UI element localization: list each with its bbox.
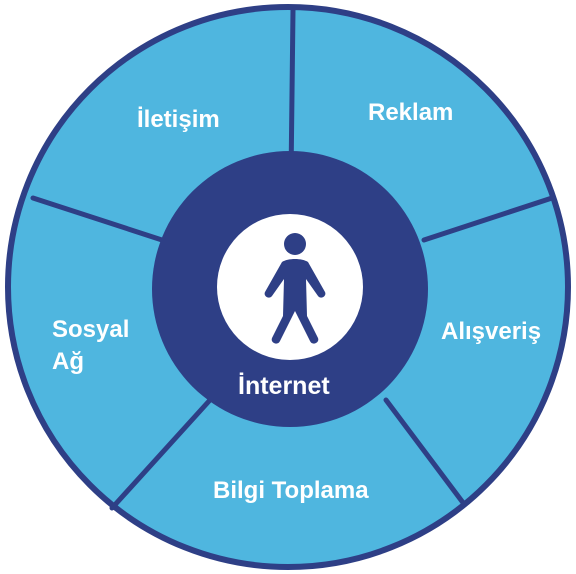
divider-top [288,7,296,181]
divider-left [30,195,165,243]
segment-label-bilgi-toplama: Bilgi Toplama [213,477,369,504]
segment-label-sosyal-ag: Sosyal Ağ [52,316,130,375]
divider-bottom-right [383,397,467,507]
segment-label-alisveris: Alışveriş [441,318,542,345]
person-icon [264,233,326,344]
segment-dividers [30,7,555,511]
divider-bottom-left [109,397,213,511]
segment-label-iletisim: İletişim [137,106,220,133]
segment-label-reklam: Reklam [368,99,454,126]
center-label: İnternet [238,372,330,400]
divider-right [421,195,555,243]
